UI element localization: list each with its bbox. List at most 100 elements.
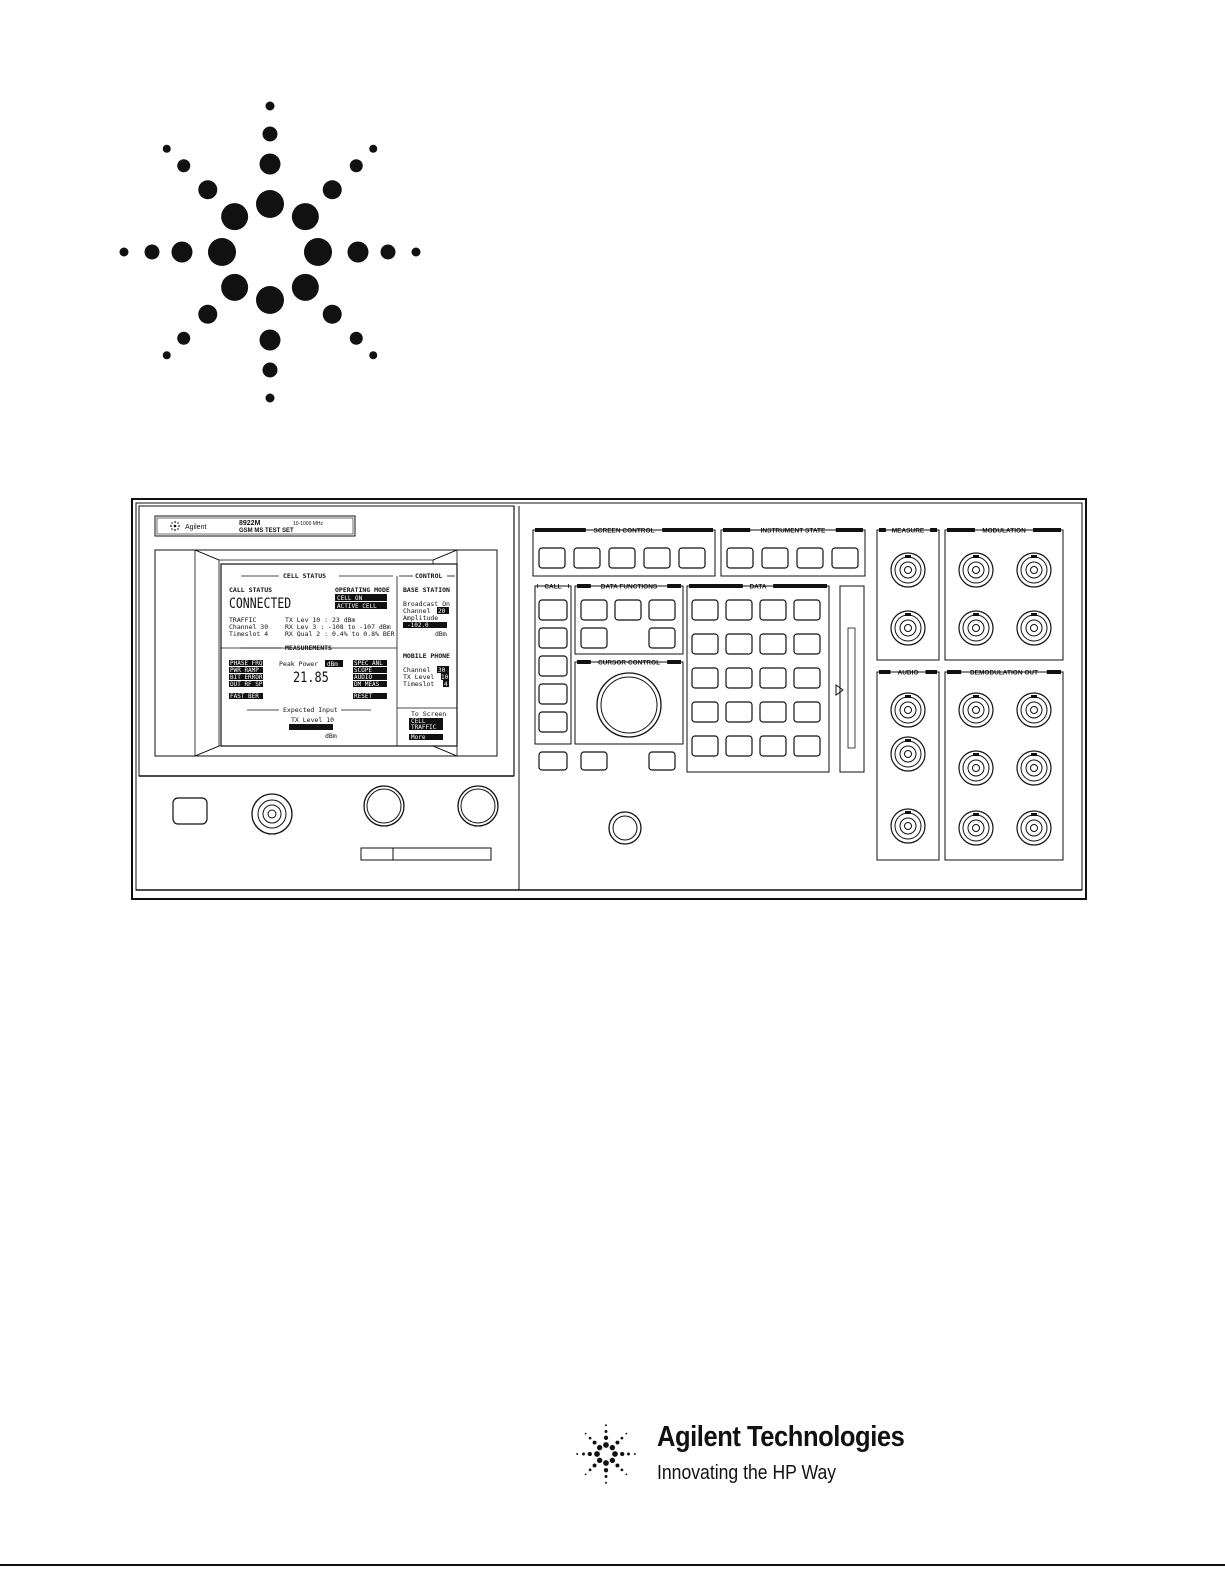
channel-label: Channel 30 [229, 623, 268, 631]
call-key [538, 599, 568, 621]
mp-channel-label: Channel [403, 666, 430, 674]
rx-qual: RX Qual 2 : 0.4% to 0.8% BER [285, 630, 395, 638]
instrument-state-key [761, 547, 789, 569]
cell-status-title: CELL STATUS [283, 572, 326, 580]
data-label: DATA [749, 584, 766, 591]
data-functions-label: DATA FUNCTIONS [601, 584, 658, 591]
screen-control-key [573, 547, 601, 569]
to-screen-opt-2: TRAFFIC [411, 724, 437, 731]
measure-frame [876, 529, 940, 661]
instrument-state-key [831, 547, 859, 569]
data-key [691, 633, 719, 655]
data-key [759, 701, 787, 723]
right-softkey-bg [353, 667, 387, 673]
rf-in-out-connector [251, 793, 293, 835]
audio-frame [876, 671, 940, 861]
cursor-knob [596, 672, 662, 738]
peak-power-label: Peak Power [279, 660, 318, 668]
model-badge [154, 515, 356, 537]
right-softkey-label: SCOPE [354, 667, 372, 674]
data-key [793, 633, 821, 655]
shift-key [538, 751, 568, 771]
left-softkey-label: FAST BER [230, 693, 259, 700]
left-softkey-label: PWR RAMP [230, 667, 259, 674]
screen-control-key [678, 547, 706, 569]
data-functions-frame [574, 585, 684, 655]
demodulation-connector [958, 750, 994, 786]
call-key [538, 711, 568, 733]
agilent-spark-small-icon [576, 1424, 636, 1484]
right-softkey-bg [353, 693, 387, 699]
left-softkey-label: OUT RF SP [230, 681, 263, 688]
cursor-control-label: CURSOR CONTROL [598, 660, 660, 667]
data-function-key [648, 627, 676, 649]
screen-control-key [643, 547, 671, 569]
demodulation-connector [958, 810, 994, 846]
control-title: CONTROL [415, 572, 442, 580]
left-softkey-label: BIT ERROR [230, 674, 263, 681]
broadcast-label: Broadcast On [403, 600, 450, 608]
left-softkey-bg [229, 660, 263, 666]
rx-lev: RX Lev 3 : -108 to -107 dBm [285, 623, 391, 631]
data-key [725, 735, 753, 757]
timeslot-label: Timeslot 4 [229, 630, 268, 638]
badge-spark-icon [170, 521, 180, 531]
cursor-control-frame [574, 661, 684, 745]
mp-channel-value: 30 [438, 667, 446, 674]
badge-model: 8922M [239, 520, 261, 527]
lcd-screen: CELL STATUS CALL STATUS CONNECTED OPERAT… [220, 563, 458, 747]
screen-control-key [538, 547, 566, 569]
data-key [725, 667, 753, 689]
instrument-state-key [796, 547, 824, 569]
power-switch [172, 797, 208, 825]
data-key [759, 735, 787, 757]
modulation-connector [1016, 552, 1052, 588]
modulation-frame [944, 529, 1064, 661]
mp-timeslot-label: Timeslot [403, 680, 434, 688]
demodulation-out-frame [944, 671, 1064, 861]
amplitude-label: Amplitude [403, 614, 438, 622]
right-softkey-bg [353, 660, 387, 666]
call-status-label: CALL STATUS [229, 586, 272, 594]
peak-power-value: 21.85 [293, 670, 329, 686]
data-key [759, 633, 787, 655]
demodulation-connector [1016, 750, 1052, 786]
expected-input-title: Expected Input [283, 706, 338, 714]
measurements-title: MEASUREMENTS [285, 644, 332, 652]
instrument-state-frame [720, 529, 866, 577]
badge-model-desc: GSM MS TEST SET [239, 528, 294, 534]
knob-left [363, 785, 405, 827]
left-softkey-bg [229, 693, 263, 699]
tx-lev: TX Lev 10 : 23 dBm [285, 616, 356, 624]
measure-connector-1 [890, 552, 926, 588]
measure-label: MEASURE [892, 528, 925, 535]
traffic-label: TRAFFIC [229, 616, 256, 624]
to-screen-label: To Screen [411, 710, 446, 718]
call-frame [534, 585, 572, 745]
badge-freq-range: 10-1000 MHz [293, 521, 324, 527]
right-softkey-label: RESET [354, 693, 372, 700]
right-softkey-label: AUDIO [354, 674, 372, 681]
call-label: CALL [544, 584, 561, 591]
data-key [691, 599, 719, 621]
right-softkey-bg [353, 674, 387, 680]
data-key [793, 735, 821, 757]
bottom-rule [0, 1564, 1225, 1566]
demodulation-connector [958, 692, 994, 728]
data-key [793, 667, 821, 689]
knob-right [457, 785, 499, 827]
operating-mode-label: OPERATING MODE [335, 586, 390, 594]
call-status-value: CONNECTED [229, 596, 291, 612]
instrument-state-label: INSTRUMENT STATE [761, 528, 826, 535]
data-key [793, 599, 821, 621]
right-softkey-label: SPEC ANL [354, 660, 383, 667]
data-function-key [614, 599, 642, 621]
data-frame [686, 585, 830, 773]
data-key [725, 599, 753, 621]
play-arrow-icon [835, 684, 844, 696]
help-key [648, 751, 676, 771]
data-key [793, 701, 821, 723]
amplitude-unit: dBm [435, 630, 447, 638]
